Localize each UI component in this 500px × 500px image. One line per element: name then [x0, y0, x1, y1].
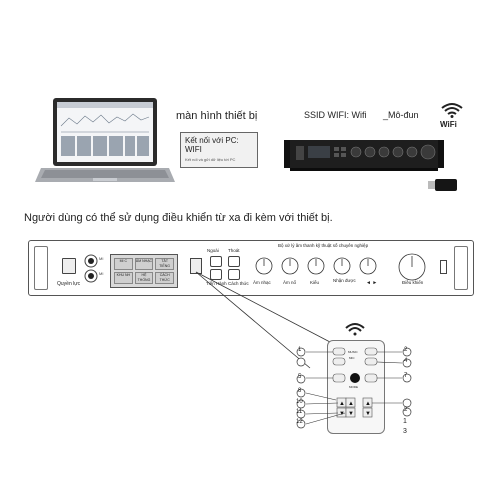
panel-label-outside: Ngoài: [207, 248, 219, 253]
wifi-brand: WiFi: [440, 120, 457, 129]
arrows-label: ◄ ►: [366, 280, 378, 286]
remote-body: [327, 340, 385, 434]
svg-text:▲: ▲: [365, 401, 371, 407]
remote-label-mode: MODE: [349, 385, 358, 389]
callout-left-5: 5: [298, 374, 302, 380]
pc-connection-title: Kết nối với PC: WIFI: [185, 136, 239, 154]
power-switch[interactable]: [62, 258, 76, 274]
lcd-cell-mute: TẮT TIẾNG: [155, 258, 174, 270]
panel-knobs: [255, 253, 426, 281]
wifi-icon: [441, 103, 463, 118]
callout-left-11: 11: [296, 409, 303, 415]
amplifier-device: [284, 140, 444, 171]
pc-connection-box: Kết nối với PC: WIFI Kết nối và gửi dữ l…: [180, 132, 258, 168]
callout-right-7: 7: [404, 373, 408, 379]
callout-right-4: 4: [404, 358, 408, 364]
lcd-cell-mode: CÁCH THỨC: [155, 272, 174, 284]
knob-label-style: Kiểu: [310, 280, 320, 285]
remote-buttons: ▲▲▲ ▼▼▼: [332, 347, 378, 418]
knob-label-music: Âm nhạc: [253, 280, 271, 285]
callout-right-2b: 2: [404, 407, 408, 413]
svg-text:▲: ▲: [348, 401, 354, 407]
remote-label-mic: MIC: [349, 356, 355, 360]
laptop-illustration: [35, 98, 175, 182]
remote-label-music: MUSIC: [348, 350, 358, 354]
panel-button-exit[interactable]: [228, 256, 240, 267]
panel-button-mode[interactable]: [228, 269, 240, 280]
panel-label-proceed: Tiến Hành: [206, 281, 227, 286]
lcd-cell-system: HỆ THỐNG: [134, 272, 154, 284]
panel-label-exit: Thoát: [228, 248, 240, 253]
panel-top-label: Bộ xử lý âm thanh kỹ thuật số chuyên ngh…: [278, 243, 369, 248]
knob-label-gain: Nhận được: [333, 278, 356, 283]
svg-text:▼: ▼: [365, 411, 371, 417]
svg-text:▲: ▲: [339, 401, 345, 407]
mic-jacks: MI MI: [84, 254, 103, 283]
main-knob-label: Điều khiển: [402, 280, 424, 285]
lcd-display: MI C ÂM NHẠC TẮT TIẾNG KHU NH HỆ THỐNG C…: [110, 254, 178, 288]
ir-receiver: [190, 258, 202, 274]
panel-button-outside[interactable]: [210, 256, 222, 267]
callout-bottom-3: 3: [403, 428, 407, 435]
callout-left-12: 12: [296, 419, 303, 425]
wifi-dongle: [428, 179, 457, 191]
knob-label-echo: Âm nổ: [283, 280, 297, 285]
remote-signal-icon: [345, 323, 365, 336]
callout-left-8: 8: [298, 388, 302, 394]
panel-ear-left: [34, 246, 48, 290]
module-label: _Mô-đun: [383, 110, 419, 120]
remote-caption: Người dùng có thể sử dụng điều khiển từ …: [24, 212, 333, 224]
svg-text:MI: MI: [99, 271, 103, 276]
power-label: Quyền lực: [57, 281, 81, 287]
lcd-cell-zone: KHU NH: [114, 272, 133, 284]
lcd-cell-music: ÂM NHẠC: [134, 258, 154, 270]
callout-left-10: 10: [296, 399, 303, 405]
ssid-label: SSID WIFI: Wifi: [304, 110, 367, 120]
screen-label: màn hình thiết bị: [176, 110, 258, 122]
callout-bottom-1: 1: [403, 418, 407, 425]
lcd-cell-mic: MI C: [114, 258, 133, 270]
svg-text:MI: MI: [99, 256, 103, 261]
callout-right-2: 2: [404, 347, 408, 353]
pc-connection-subtitle: Kết nối và gửi dữ liệu tới PC: [185, 157, 236, 162]
panel-label-mode: Cách thức: [228, 281, 249, 286]
panel-button-proceed[interactable]: [210, 269, 222, 280]
callout-left-1: 1: [298, 347, 302, 353]
svg-text:▼: ▼: [348, 411, 354, 417]
panel-ear-right: [454, 246, 468, 290]
usb-port: [440, 260, 447, 274]
